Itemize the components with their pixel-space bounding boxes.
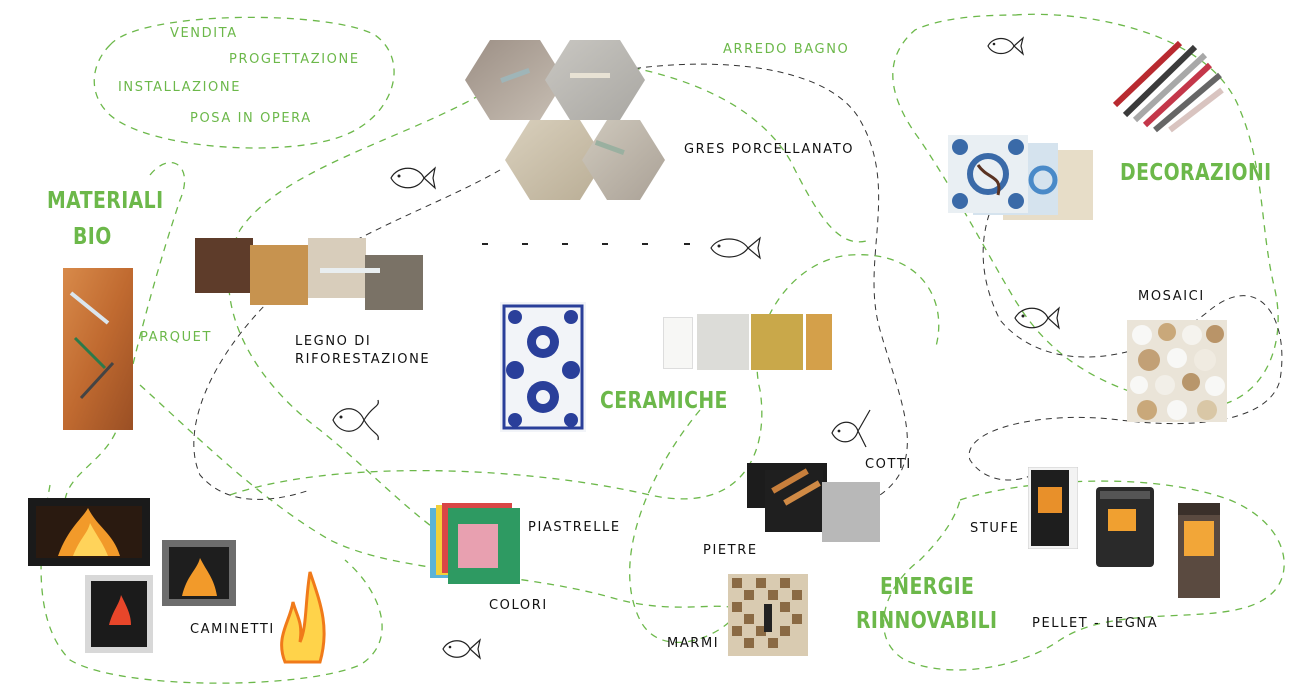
fish-icon [710,236,761,260]
green-path-energie [882,480,1285,671]
wood-swatch-grey [365,255,423,310]
label-caminetti: CAMINETTI [190,622,275,637]
service-posa: POSA IN OPERA [190,111,312,126]
label-parquet: PARQUET [140,330,213,345]
pebble-mosaic-sample [1127,320,1227,422]
ceramic-terrazzo-tile [697,314,749,370]
fish-icon [1014,306,1060,330]
gres-hexagon-tiles [465,40,665,200]
green-path-lower [139,384,741,611]
pellet-stove-white [1028,467,1078,549]
decor-cement-tiles [948,135,1093,220]
green-path-cotti [229,254,940,500]
label-arredo-bagno: ARREDO BAGNO [723,42,850,57]
wood-swatch-oak [250,245,308,305]
label-gres: GRES PORCELLANATO [684,142,855,157]
colored-tiles-stack [430,503,520,584]
service-installazione: INSTALLAZIONE [118,80,242,95]
black-path-left [193,169,501,500]
ceramic-white-tile [663,317,693,369]
fish-icon [987,36,1025,56]
mosaic-strips-sample [1112,40,1224,133]
fireplace-insert [85,575,153,653]
wood-stove-tall [1178,503,1220,598]
label-piastrelle: PIASTRELLE [528,520,621,535]
fireplace-wide [28,498,150,566]
ceramic-bronze-tile [806,314,832,370]
category-ceramiche: CERAMICHE [600,388,728,414]
green-path-ceramiche [629,409,741,644]
service-progettazione: PROGETTAZIONE [229,52,360,67]
label-legno-line1: LEGNO DI [295,334,372,349]
label-colori: COLORI [489,598,548,613]
category-materiali-bio-line2: BIO [73,224,112,250]
category-energie-line2: RINNOVABILI [856,608,998,634]
granite-tile [822,482,880,542]
fish-icon [390,166,436,190]
label-marmi: MARMI [667,636,720,651]
goldfish-icon [332,399,379,441]
label-pietre: PIETRE [703,543,758,558]
green-path-caminetti [40,484,383,684]
wood-strip [320,268,380,273]
wood-plank-sample [63,268,133,430]
category-decorazioni: DECORAZIONI [1120,160,1272,186]
black-path-main [559,63,908,508]
ceramic-blue-tile [500,302,586,432]
marble-mosaic-sample [728,574,808,656]
label-stufe: STUFE [970,521,1020,536]
black-path-right [968,149,1283,481]
label-cotti: COTTI [865,457,912,472]
category-energie-line1: ENERGIE [880,574,975,600]
category-materiali-bio-line1: MATERIALI [47,188,164,214]
green-path-decorazioni [892,13,1279,408]
fish-icon [442,638,481,660]
wood-swatch-dark [195,238,253,293]
flame-icon [280,571,326,664]
label-mosaici: MOSAICI [1138,289,1205,304]
green-path-loop-top [227,94,481,541]
service-vendita: VENDITA [170,26,238,41]
label-legno-line2: RIFORESTAZIONE [295,352,431,367]
label-pellet-legna: PELLET - LEGNA [1032,616,1159,631]
ceramic-gold-tile [751,314,803,370]
pellet-stove-black [1096,487,1154,567]
fireplace-square [162,540,236,606]
green-path-left [64,162,186,501]
angelfish-icon [831,409,871,448]
